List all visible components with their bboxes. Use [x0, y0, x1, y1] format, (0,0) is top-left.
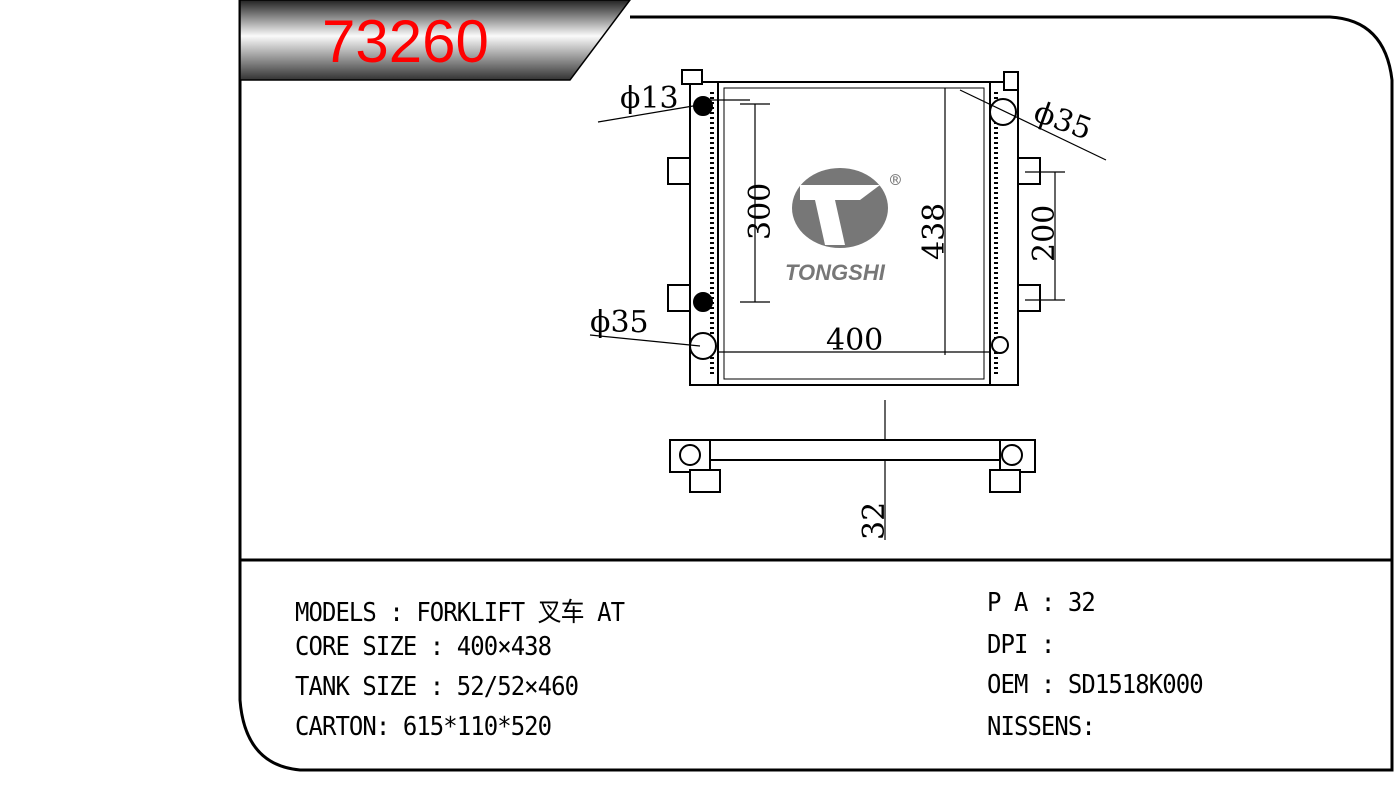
- radiator-front-view: [667, 69, 1041, 386]
- svg-text:TONGSHI: TONGSHI: [785, 260, 886, 285]
- spec-dpi: DPI :: [987, 630, 1055, 660]
- spec-models: MODELS : FORKLIFT 叉车 AT: [295, 598, 625, 628]
- spec-carton: CARTON: 615*110*520: [295, 712, 552, 742]
- dim-inlet-top: ϕ13: [620, 81, 679, 116]
- dim-32: 32: [857, 502, 892, 540]
- radiator-side-view: [669, 439, 1036, 493]
- svg-text:®: ®: [890, 170, 901, 191]
- dim-200: 200: [1027, 205, 1062, 262]
- spec-core-size: CORE SIZE : 400×438: [295, 632, 552, 662]
- spec-nissens: NISSENS:: [987, 712, 1096, 742]
- frame-border: [238, 0, 1394, 772]
- header-banner: [239, 0, 631, 81]
- tongshi-logo: ® TONGSHI: [785, 168, 901, 285]
- spec-oem: OEM : SD1518K000: [987, 670, 1204, 700]
- part-number: 73260: [322, 8, 489, 75]
- dim-438: 438: [917, 203, 952, 260]
- dim-400: 400: [826, 323, 883, 358]
- spec-pa: P A : 32: [987, 588, 1096, 618]
- dimension-lines: [589, 88, 1107, 540]
- dim-300: 300: [743, 183, 778, 240]
- dim-outlet-bottom: ϕ35: [590, 305, 649, 340]
- dim-outlet-top: ϕ35: [1029, 95, 1096, 148]
- spec-tank-size: TANK SIZE : 52/52×460: [295, 672, 579, 702]
